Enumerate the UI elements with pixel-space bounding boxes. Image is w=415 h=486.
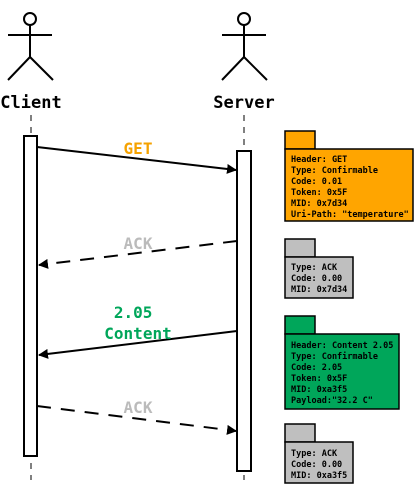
note-content-line-token: Token: 0x5F [291, 374, 347, 384]
note-get-line-token: Token: 0x5F [291, 188, 347, 198]
note-get-line-mid: MID: 0x7d34 [291, 199, 347, 209]
note-content-line-payload: Payload:"32.2 C" [291, 396, 373, 406]
content-label-line-2: Content [104, 324, 171, 343]
note-ack2-line-type: Type: ACK [291, 449, 338, 459]
client-activation-bar [23, 135, 38, 457]
ack1-message-arrow [38, 240, 238, 269]
note-content-line-code: Code: 2.05 [291, 363, 342, 373]
note-content-line-mid: MID: 0xa3f5 [291, 385, 347, 395]
note-get-line-type: Type: Confirmable [291, 165, 378, 176]
note-ack1-line-mid: MID: 0x7d34 [291, 285, 347, 295]
note-get-line-code: Code: 0.01 [291, 177, 342, 187]
client-actor-icon [7, 12, 54, 81]
note-ack2-tab [284, 423, 316, 443]
server-label: Server [213, 93, 274, 113]
note-content-line-header: Header: Content 2.05 [291, 341, 393, 351]
ack2-message-label: ACK [124, 398, 153, 417]
ack2-message-arrow [36, 405, 237, 435]
note-get-line-uripath: Uri-Path: "temperature" [291, 209, 409, 220]
note-ack2-body [284, 441, 354, 484]
note-content-body [284, 333, 400, 410]
content-message-label: 2.05 Content [104, 303, 171, 343]
note-get: Header: GET Type: Confirmable Code: 0.01… [284, 130, 414, 222]
note-ack1-body [284, 256, 354, 299]
server-actor-icon [221, 12, 268, 81]
client-label: Client [0, 93, 61, 113]
note-ack2-line-mid: MID: 0xa3f5 [291, 471, 347, 481]
note-ack1: Type: ACK Code: 0.00 MID: 0x7d34 [284, 238, 354, 299]
note-content-tab [284, 315, 316, 335]
note-ack2-line-code: Code: 0.00 [291, 460, 342, 470]
note-ack2-text: Type: ACK Code: 0.00 MID: 0xa3f5 [291, 449, 347, 481]
note-get-tab [284, 130, 316, 150]
ack1-label-line: ACK [124, 234, 153, 253]
note-get-line-header: Header: GET [291, 155, 347, 165]
content-message-arrow [38, 330, 238, 359]
note-get-text: Header: GET Type: Confirmable Code: 0.01… [291, 155, 409, 220]
note-ack1-line-type: Type: ACK [291, 263, 338, 273]
ack2-label-line: ACK [124, 398, 153, 417]
note-content-text: Header: Content 2.05 Type: Confirmable C… [291, 341, 398, 406]
note-ack1-tab [284, 238, 316, 258]
ack1-message-label: ACK [124, 234, 153, 253]
note-get-body [284, 148, 414, 222]
note-content: Header: Content 2.05 Type: Confirmable C… [284, 315, 400, 410]
get-message-arrow [36, 146, 237, 174]
server-activation-bar [236, 150, 252, 472]
get-label-line: GET [124, 139, 153, 158]
note-content-line-type: Type: Confirmable [291, 351, 378, 362]
get-message-label: GET [124, 139, 153, 158]
note-ack2: Type: ACK Code: 0.00 MID: 0xa3f5 [284, 423, 354, 484]
note-ack1-line-code: Code: 0.00 [291, 274, 342, 284]
note-ack1-text: Type: ACK Code: 0.00 MID: 0x7d34 [291, 263, 347, 295]
content-label-line-1: 2.05 [114, 303, 153, 322]
